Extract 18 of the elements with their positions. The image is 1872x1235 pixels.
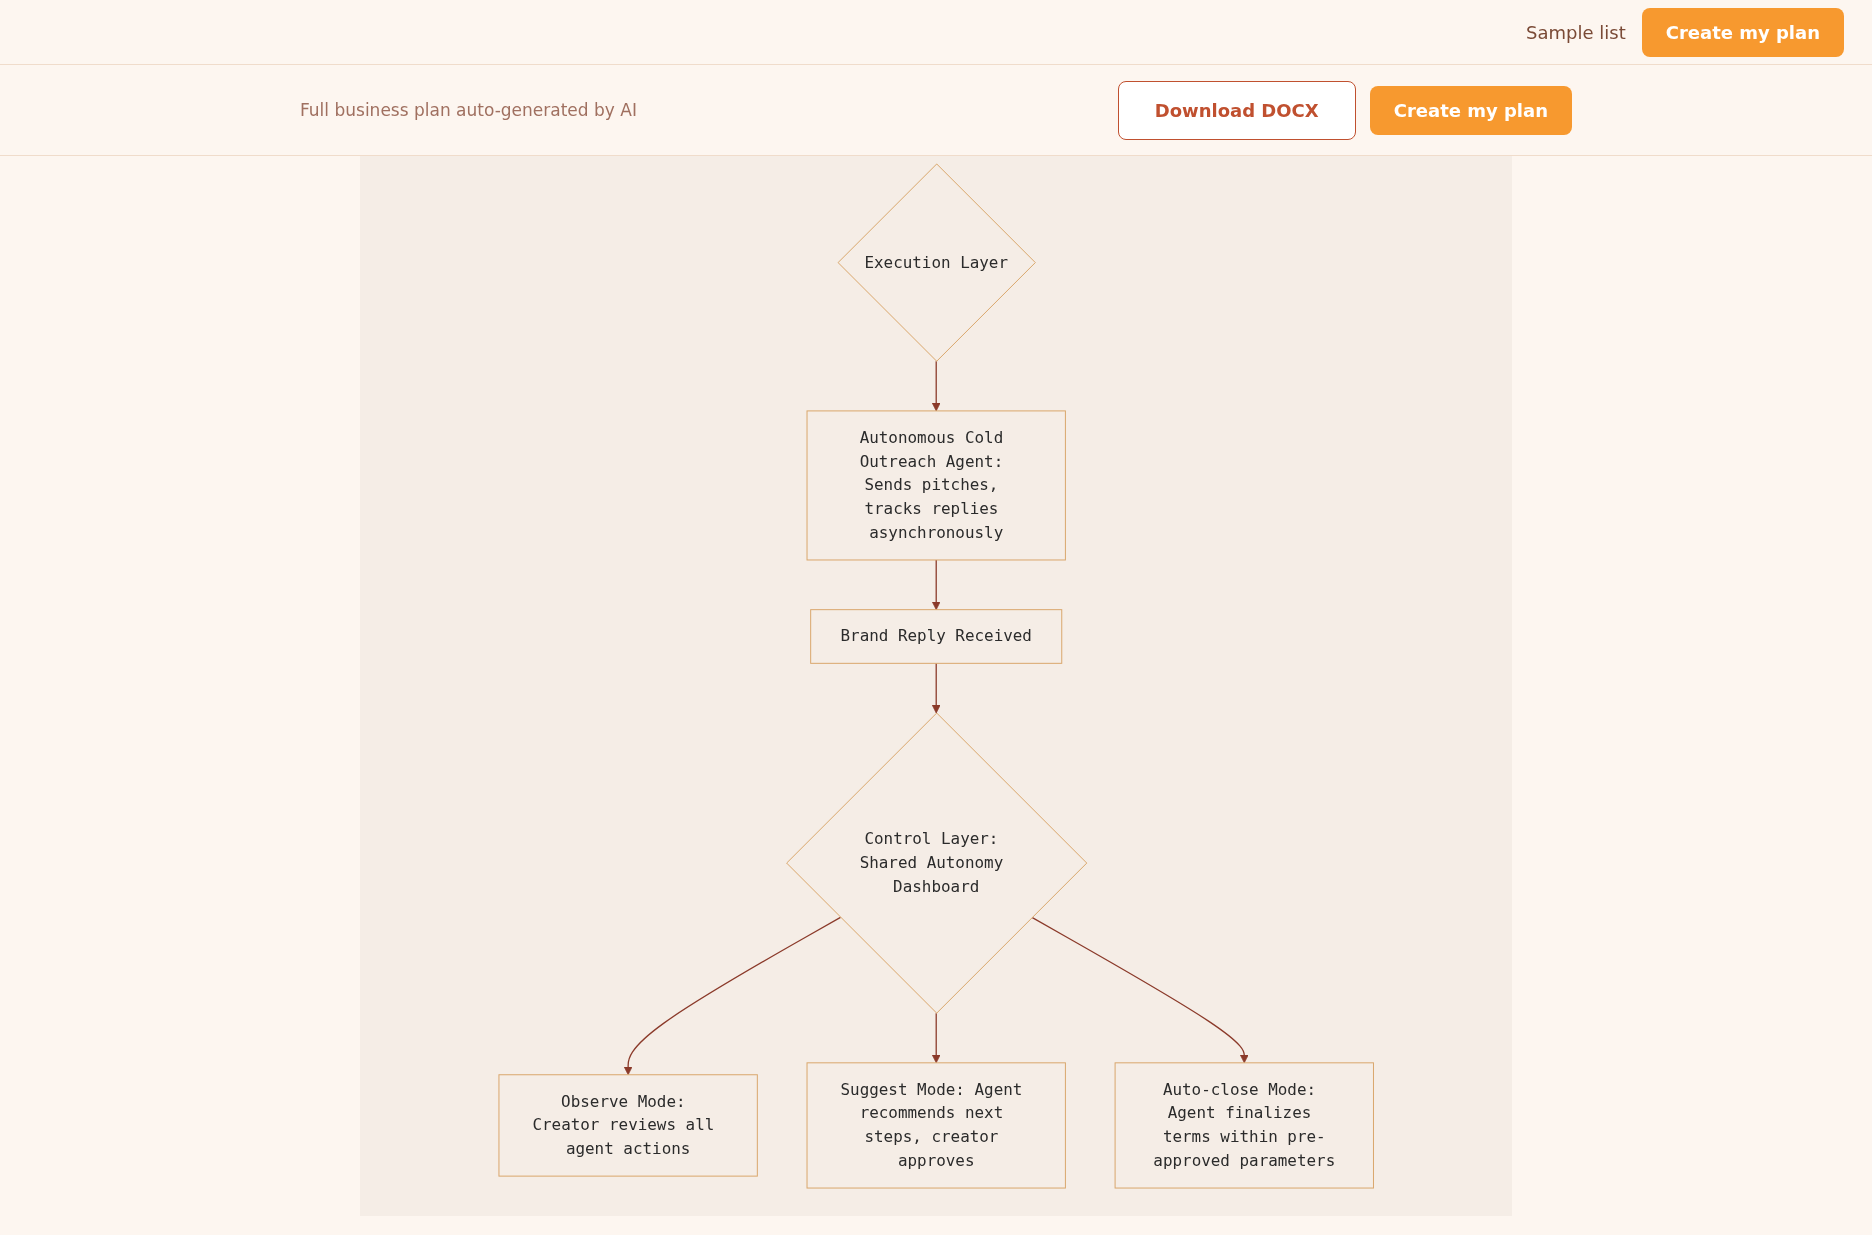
back-link: Sample list xyxy=(1526,21,1626,43)
node-box: Auto-close Mode: Agent finalizes terms within pre-approved parameters xyxy=(1114,1062,1374,1189)
node-diamond: Control Layer: Shared Autonomy Dashboard xyxy=(785,712,1088,1014)
arrow xyxy=(931,662,941,714)
download-button: Download DOCX xyxy=(1117,80,1356,140)
node-box: Brand Reply Received xyxy=(809,609,1063,664)
arrow xyxy=(931,559,941,611)
create-plan-button: Create my plan xyxy=(1641,7,1844,57)
arrow xyxy=(931,360,941,412)
create-plan-button: Create my plan xyxy=(1369,85,1572,135)
arrow xyxy=(623,916,841,1076)
node-box: Observe Mode: Creator reviews all agent actions xyxy=(498,1074,758,1177)
node-box: Autonomous Cold Outreach Agent: Sends pitches, tracks replies asynchronously xyxy=(806,410,1066,561)
arrow xyxy=(931,1012,941,1064)
arrow xyxy=(1031,916,1249,1064)
node-box: Suggest Mode: Agent recommends next steps, creator approves xyxy=(806,1062,1066,1189)
node-diamond: Execution Layer xyxy=(837,163,1036,362)
subtitle-note: Full business plan auto-generated by AI xyxy=(300,100,638,120)
